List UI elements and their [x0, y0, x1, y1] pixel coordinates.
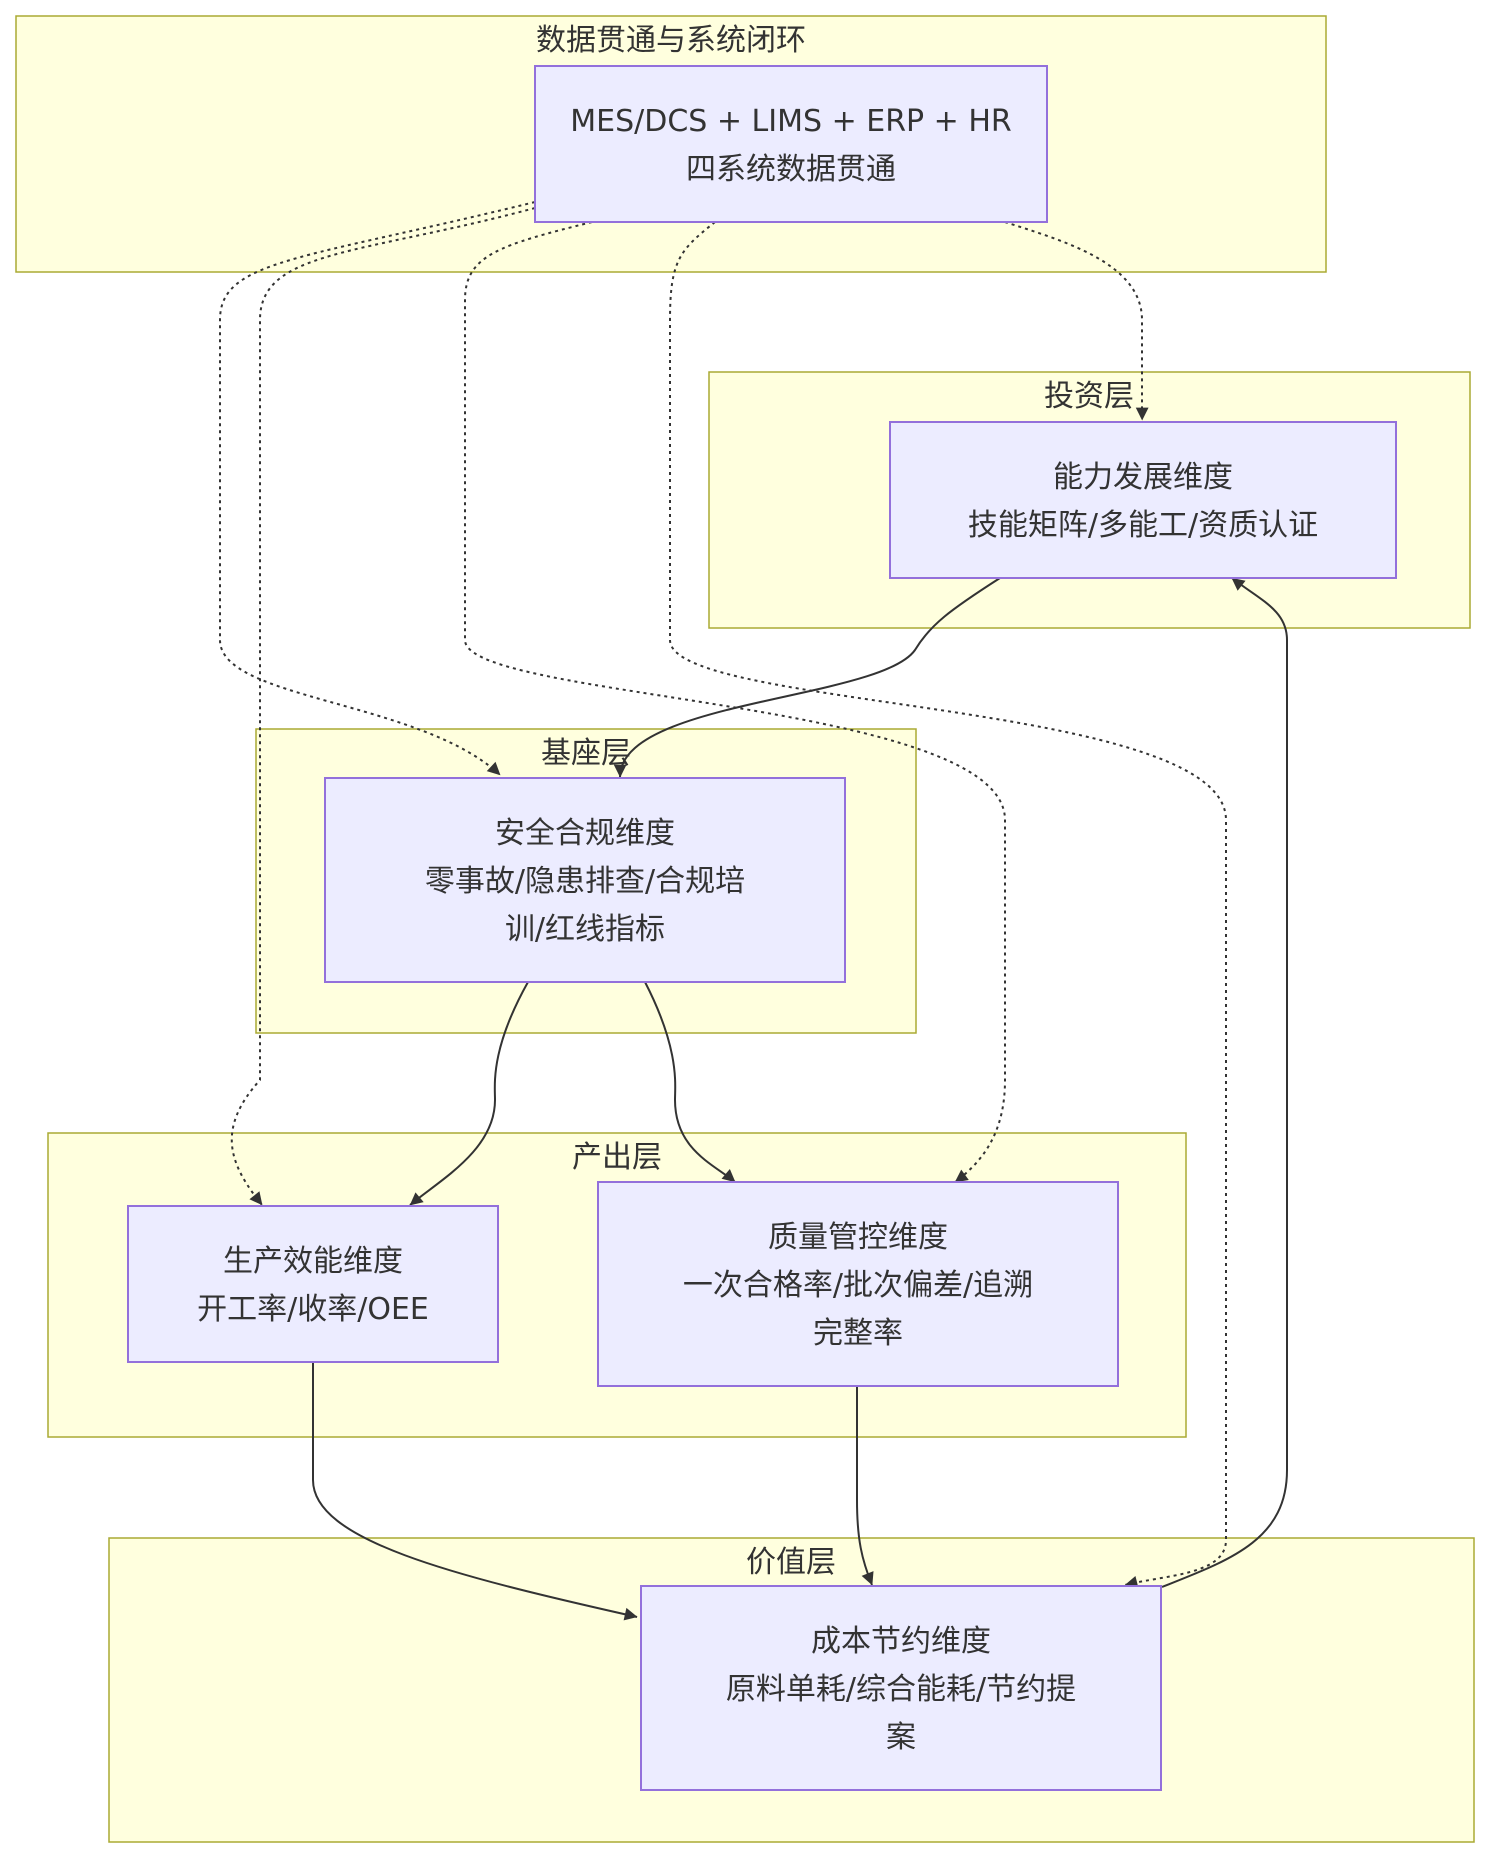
node-quality-line-3: 完整率: [813, 1316, 903, 1351]
node-cost-saving: 成本节约维度 原料单耗/综合能耗/节约提 案: [640, 1585, 1162, 1791]
edge-safety-to-efficiency: [409, 981, 529, 1206]
edges-data-feeds: [219, 201, 1227, 1589]
edge-efficiency-to-cost: [312, 1361, 638, 1621]
edge-quality-to-cost: [856, 1385, 874, 1586]
edge-data-to-quality: [464, 221, 1006, 1183]
node-production-efficiency: 生产效能维度 开工率/收率/OEE: [127, 1205, 499, 1363]
node-capability-line-2: 技能矩阵/多能工/资质认证: [968, 508, 1318, 543]
node-quality-control: 质量管控维度 一次合格率/批次偏差/追溯 完整率: [597, 1181, 1119, 1387]
node-safety-line-3: 训/红线指标: [505, 912, 665, 947]
edge-capability-to-safety: [613, 577, 1001, 778]
node-data-integration: MES/DCS + LIMS + ERP + HR 四系统数据贯通: [534, 65, 1048, 223]
cluster-value-layer-label: 价值层: [746, 1545, 836, 1580]
edge-data-to-capability: [1004, 221, 1149, 421]
node-cost-line-1: 成本节约维度: [811, 1624, 991, 1659]
cluster-investment-layer-label: 投资层: [1044, 379, 1134, 414]
edges-layer-flows: [312, 577, 1288, 1621]
node-capability-development: 能力发展维度 技能矩阵/多能工/资质认证: [889, 421, 1397, 579]
node-data-integration-line-2: 四系统数据贯通: [686, 152, 896, 187]
edge-data-to-safety: [219, 201, 536, 776]
cluster-data-integration-label: 数据贯通与系统闭环: [536, 23, 806, 58]
node-safety-compliance: 安全合规维度 零事故/隐患排查/合规培 训/红线指标: [324, 777, 846, 983]
node-safety-line-2: 零事故/隐患排查/合规培: [425, 864, 745, 899]
node-safety-line-1: 安全合规维度: [495, 816, 675, 851]
node-quality-line-2: 一次合格率/批次偏差/追溯: [683, 1268, 1033, 1303]
node-quality-line-1: 质量管控维度: [768, 1220, 948, 1255]
cluster-base-layer-label: 基座层: [541, 736, 631, 771]
node-capability-line-1: 能力发展维度: [1053, 460, 1233, 495]
node-data-integration-line-1: MES/DCS + LIMS + ERP + HR: [570, 104, 1012, 139]
node-efficiency-line-1: 生产效能维度: [223, 1244, 403, 1279]
node-cost-line-2: 原料单耗/综合能耗/节约提: [726, 1672, 1076, 1707]
edge-data-to-cost: [669, 221, 1227, 1589]
edge-cost-to-capability: [1161, 577, 1288, 1588]
edge-data-to-efficiency: [230, 207, 536, 1206]
cluster-output-layer-label: 产出层: [572, 1140, 662, 1175]
node-cost-line-3: 案: [886, 1720, 916, 1755]
node-efficiency-line-2: 开工率/收率/OEE: [197, 1292, 429, 1327]
edge-safety-to-quality: [644, 981, 736, 1183]
